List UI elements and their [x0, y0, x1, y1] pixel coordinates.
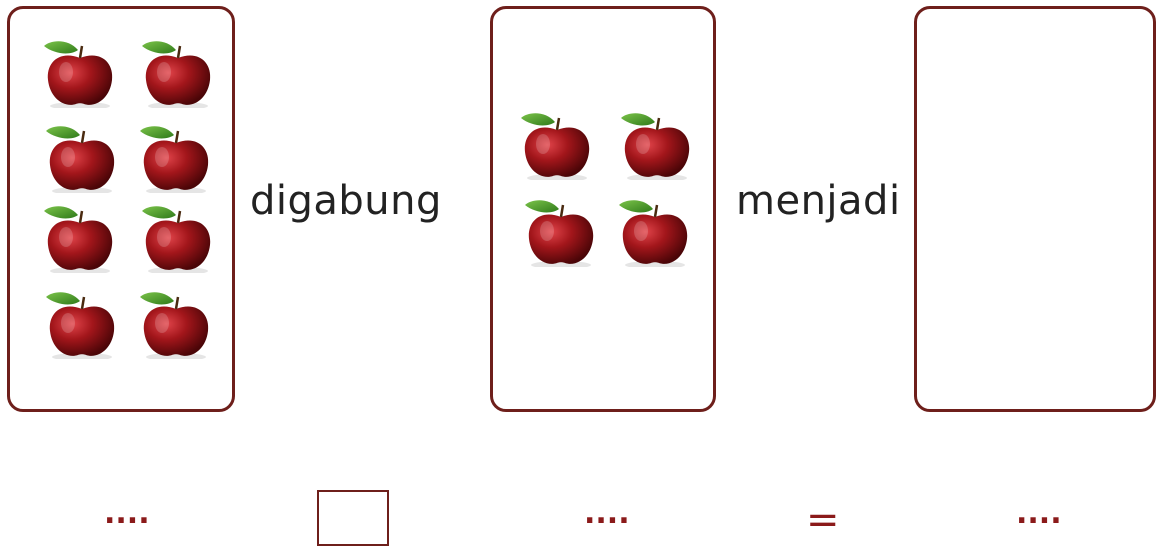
apple-icon: [140, 39, 212, 108]
second-number-blank[interactable]: ....: [584, 496, 630, 531]
apple-icon: [140, 204, 212, 273]
apple-icon: [138, 124, 210, 193]
first-number-blank[interactable]: ....: [104, 496, 150, 531]
result-number-blank[interactable]: ....: [1016, 496, 1062, 531]
left-apple-card: [7, 6, 235, 412]
middle-apple-card: [490, 6, 716, 412]
apple-icon: [44, 124, 116, 193]
apple-icon: [619, 111, 691, 180]
combine-word: digabung: [250, 178, 442, 224]
becomes-word: menjadi: [736, 178, 901, 224]
result-empty-card[interactable]: [914, 6, 1156, 412]
apple-icon: [44, 290, 116, 359]
apple-icon: [42, 39, 114, 108]
apple-icon: [519, 111, 591, 180]
apple-icon: [138, 290, 210, 359]
equals-sign: =: [806, 497, 840, 543]
apple-icon: [523, 198, 595, 267]
apple-icon: [42, 204, 114, 273]
operator-answer-box[interactable]: [317, 490, 389, 546]
apple-icon: [617, 198, 689, 267]
